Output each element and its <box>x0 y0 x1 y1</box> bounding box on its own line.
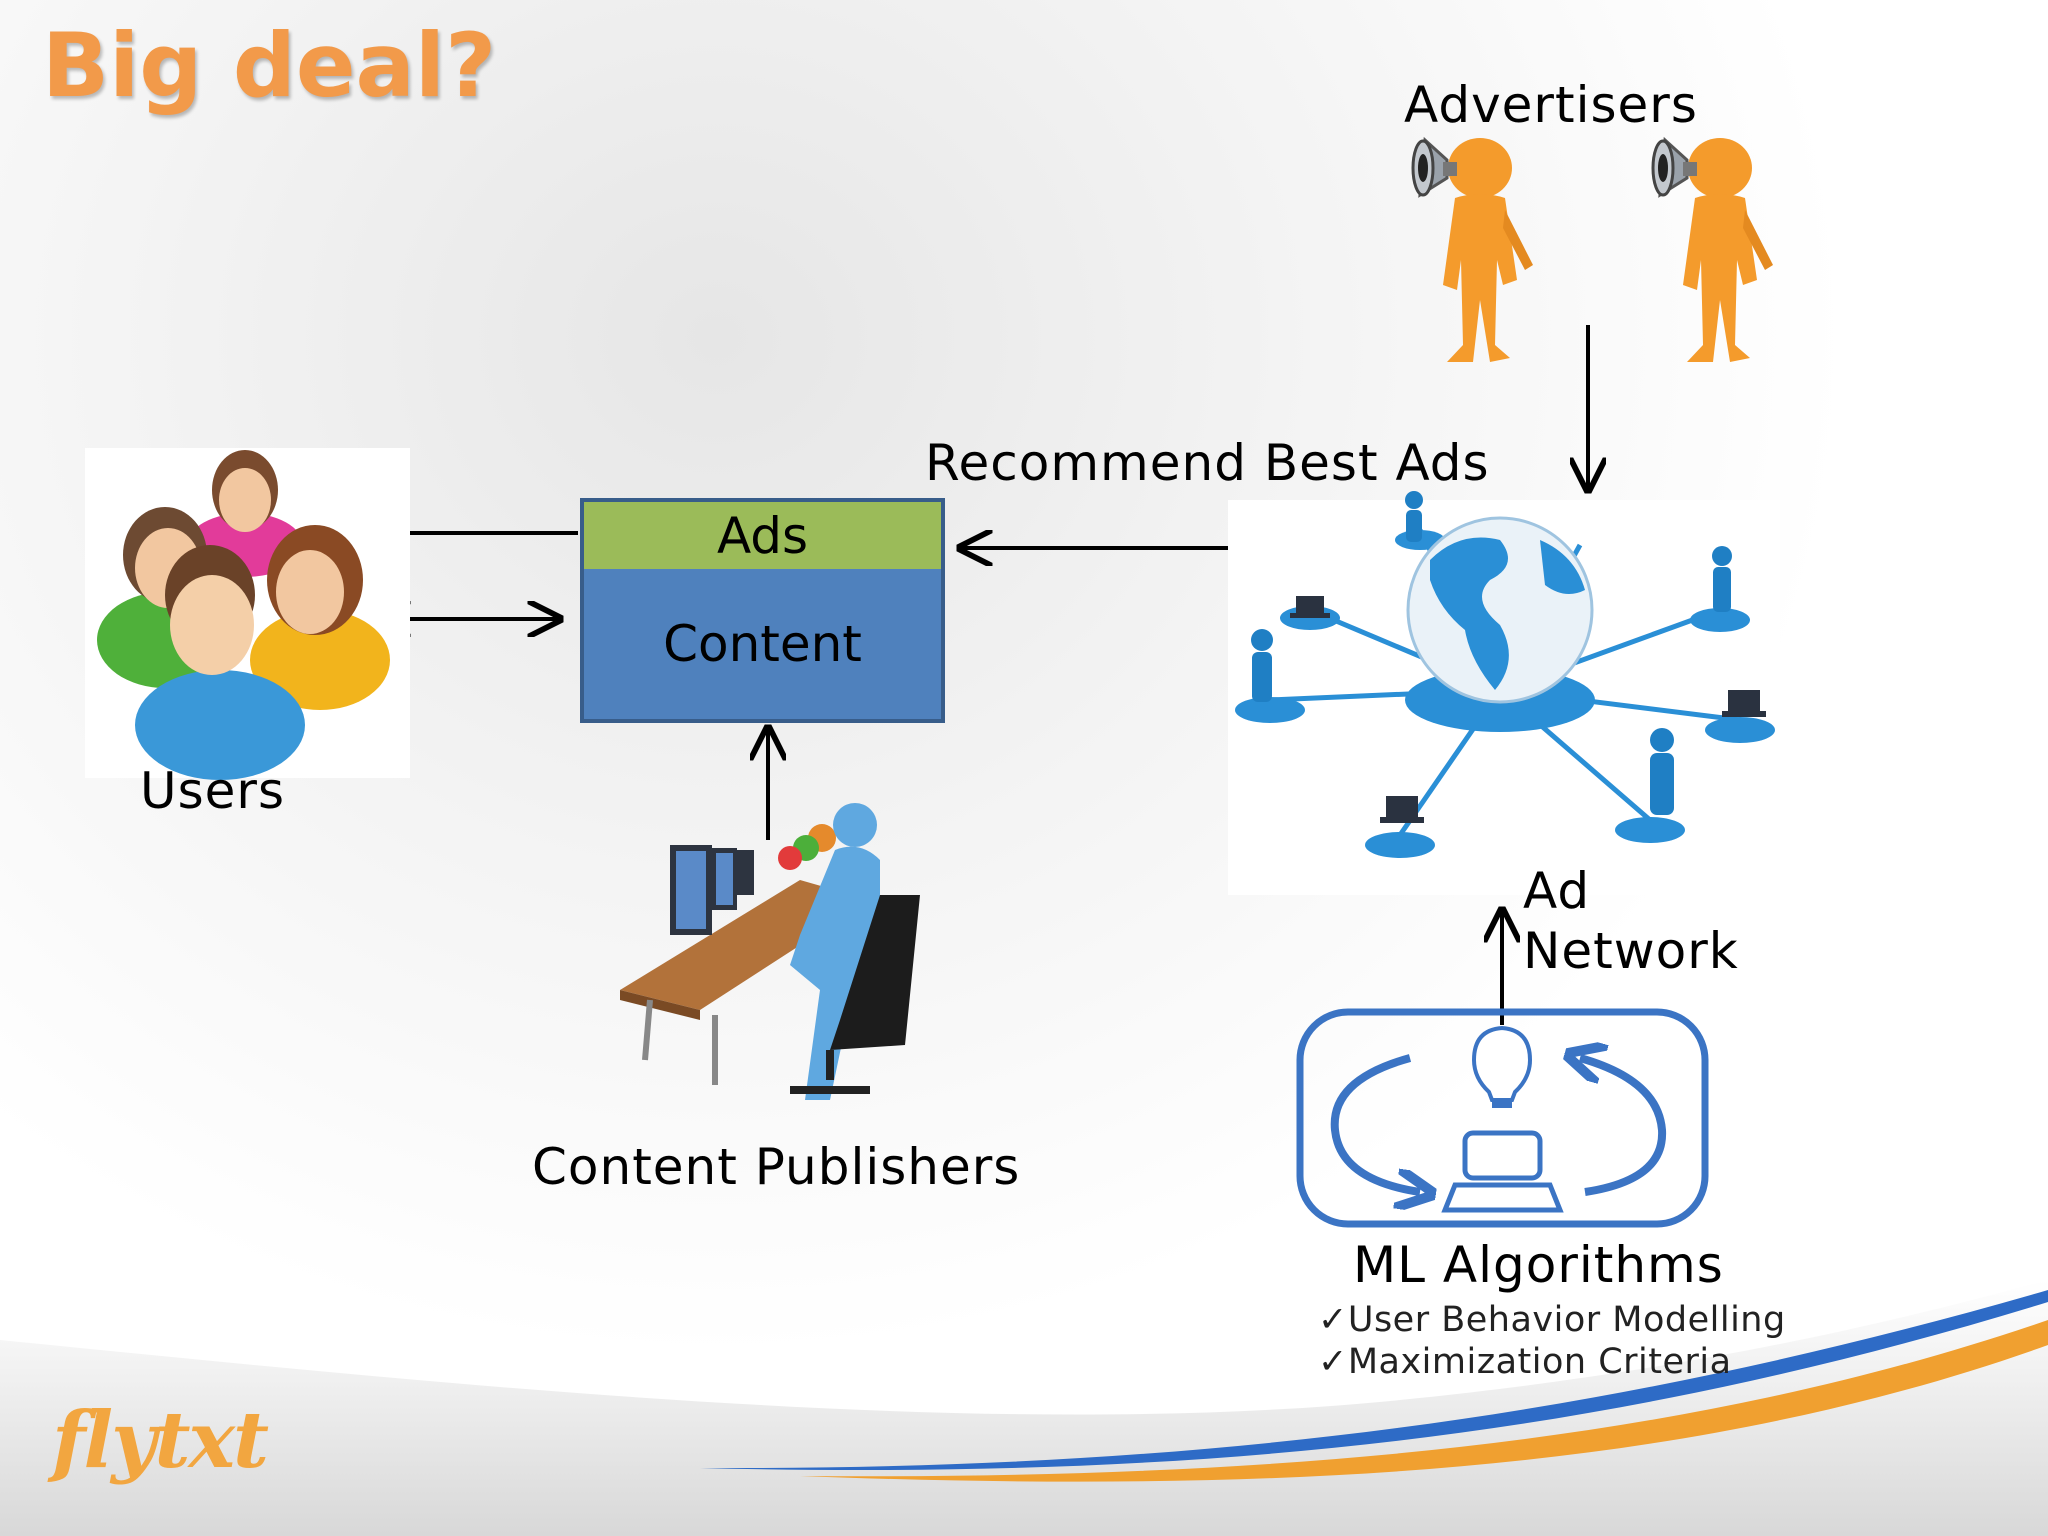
ml-item: ✓User Behavior Modelling <box>1318 1300 1786 1340</box>
page-title: Big deal? <box>42 14 497 117</box>
content-box: Content <box>580 569 945 723</box>
publishers-label: Content Publishers <box>532 1138 1021 1196</box>
ml-algorithms-label: ML Algorithms <box>1353 1236 1724 1294</box>
ads-label: Ads <box>716 506 809 565</box>
flytxt-logo: flytxt <box>52 1395 269 1486</box>
ml-item: ✓Maximization Criteria <box>1318 1342 1732 1382</box>
content-label: Content <box>663 615 862 673</box>
network-label-line1: Ad <box>1523 862 1591 920</box>
recommend-label: Recommend Best Ads <box>925 434 1490 492</box>
ads-box: Ads <box>580 498 945 573</box>
users-label: Users <box>140 762 286 820</box>
advertisers-label: Advertisers <box>1404 76 1698 134</box>
network-label-line2: Network <box>1523 922 1739 980</box>
